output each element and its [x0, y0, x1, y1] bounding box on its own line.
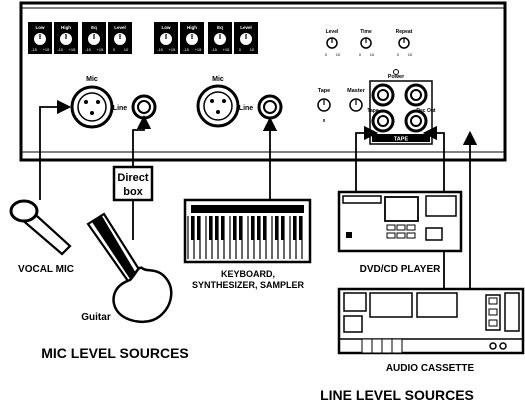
knob-scale-max: +15: [223, 47, 231, 52]
line-level-sources-title: LINE LEVEL SOURCES: [320, 387, 474, 403]
knob-scale-min: -15: [85, 47, 92, 52]
direct-box-label-1: Direct: [117, 172, 149, 184]
mic-label-ch1: Mic: [86, 76, 98, 83]
rec-out-label: Rec Out: [416, 108, 436, 114]
knob-high-ch1[interactable]: High -15 +15: [54, 22, 78, 54]
master-knob-level[interactable]: Level 0 10: [325, 29, 341, 57]
xlr-jack-ch2[interactable]: [196, 84, 240, 128]
line-jack-ch1[interactable]: [131, 94, 157, 120]
audio-cassette-label: AUDIO CASSETTE: [386, 363, 475, 374]
knob-scale-min: 0: [397, 52, 400, 57]
tape-knob[interactable]: [317, 98, 331, 112]
line-jack-ch2[interactable]: [257, 94, 283, 120]
knob-eq-ch1[interactable]: Eq -15 +15: [82, 22, 106, 54]
xlr-jack-ch1[interactable]: [70, 85, 114, 129]
tape-knob-scale: 0: [323, 118, 326, 123]
knob-scale-min: 0: [325, 52, 328, 57]
knob-scale-max: 10: [370, 52, 375, 57]
knob-label: Eq: [217, 25, 223, 30]
master-knobs: Level 0 10 Time 0 10 Repeat 0 10: [325, 29, 413, 57]
knob-scale-min: 0: [113, 47, 116, 52]
rec-out-jack-r[interactable]: [404, 109, 428, 133]
cables: [39, 99, 478, 289]
keyboard-icon: [183, 198, 312, 264]
tape-knob-label: Tape: [318, 88, 330, 94]
knob-scale-max: 10: [336, 52, 341, 57]
keyboard-label-1: KEYBOARD,: [221, 269, 275, 279]
knob-low-ch1[interactable]: Low -15 +15: [28, 22, 52, 54]
knob-scale-max: +15: [195, 47, 203, 52]
master-knob-time[interactable]: Time 0 10: [359, 29, 375, 57]
tape-in-label: Tape: [367, 108, 379, 114]
vocal-mic-label: VOCAL MIC: [18, 264, 74, 275]
knob-low-ch2[interactable]: Low -15 +15: [154, 22, 178, 54]
direct-box-label-2: box: [123, 186, 143, 198]
knob-scale-min: 0: [359, 52, 362, 57]
line-label-ch1: Line: [113, 105, 127, 112]
vocal-mic-icon: [9, 199, 72, 256]
knob-scale-max: 10: [250, 47, 255, 52]
direct-box: [112, 165, 154, 202]
mic-label-ch2: Mic: [212, 76, 224, 83]
master-knob-repeat[interactable]: Repeat 0 10: [396, 29, 413, 57]
knob-label: High: [61, 25, 71, 30]
knob-scale-min: 0: [239, 47, 242, 52]
knob-label: Low: [36, 25, 45, 30]
knob-scale-min: -15: [183, 47, 190, 52]
knob-eq-ch2[interactable]: Eq -15 +15: [208, 22, 232, 54]
knob-scale-min: -15: [31, 47, 38, 52]
knob-label: Time: [360, 29, 372, 35]
knob-scale-max: +15: [43, 47, 51, 52]
power-led: [393, 69, 399, 75]
rec-out-jack-l[interactable]: [404, 83, 428, 107]
knob-label: Level: [114, 25, 126, 30]
channel-knob-strips: Low -15 +15 High -15 +15 Eq -15 +15 Level 0 10 Low -1…: [28, 22, 258, 54]
knob-scale-min: -15: [157, 47, 164, 52]
knob-scale-min: -15: [211, 47, 218, 52]
knob-label: Level: [240, 25, 252, 30]
knob-level-ch2[interactable]: Level 0 10: [234, 22, 258, 54]
knob-label: Level: [326, 29, 339, 35]
knob-label: Repeat: [396, 29, 413, 35]
knob-scale-max: 10: [124, 47, 129, 52]
knob-scale-max: +15: [97, 47, 105, 52]
power-label: Power: [388, 74, 405, 80]
knob-label: Eq: [91, 25, 97, 30]
knob-scale-min: -15: [57, 47, 64, 52]
master-knob[interactable]: [349, 98, 363, 112]
master-knob-label: Master: [347, 88, 366, 94]
dvd-player-label: DVD/CD PLAYER: [360, 264, 442, 275]
tape-in-jack-r[interactable]: [371, 109, 395, 133]
audio-cassette-icon: [337, 287, 525, 355]
knob-high-ch2[interactable]: High -15 +15: [180, 22, 204, 54]
tape-section-label: TAPE: [394, 137, 409, 143]
keyboard-label-2: SYNTHESIZER, SAMPLER: [192, 280, 305, 290]
knob-scale-max: 10: [408, 52, 413, 57]
tape-in-jack-l[interactable]: [371, 83, 395, 107]
knob-label: Low: [162, 25, 171, 30]
knob-level-ch1[interactable]: Level 0 10: [108, 22, 132, 54]
guitar-icon: [86, 212, 173, 324]
guitar-label: Guitar: [81, 312, 111, 323]
mic-level-sources-title: MIC LEVEL SOURCES: [41, 345, 189, 361]
knob-label: High: [187, 25, 197, 30]
knob-scale-max: +15: [169, 47, 177, 52]
dvd-player-icon: [337, 190, 463, 253]
line-label-ch2: Line: [239, 105, 253, 112]
knob-scale-max: +15: [69, 47, 77, 52]
